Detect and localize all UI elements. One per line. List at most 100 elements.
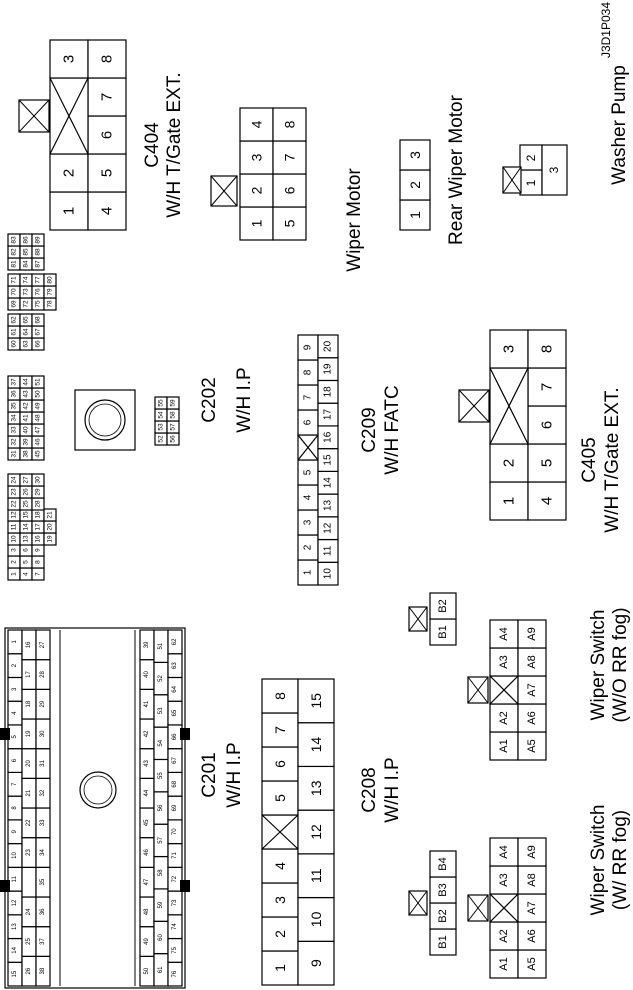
- c201-pin-label: 60: [158, 933, 164, 940]
- c201-center-circle-inner: [83, 775, 113, 805]
- c209-pin-label: 6: [303, 419, 314, 425]
- c202-pin-cell: [31, 375, 45, 389]
- c201-pin-label: 75: [172, 946, 178, 953]
- wiper-switch-rr-pin-label: A2: [498, 929, 510, 942]
- c202-pin-label: 23: [11, 488, 18, 496]
- c209-pin-label: 15: [323, 454, 334, 466]
- c209-pin-label: 4: [303, 494, 314, 500]
- c404-pin-cell: [87, 39, 127, 79]
- c202-pin-label: 88: [35, 248, 42, 256]
- c202-pin-label: 60: [11, 340, 18, 348]
- c202-pin-cell: [31, 473, 45, 487]
- c201-pin-label: 53: [158, 707, 164, 714]
- c202-pin-label: 71: [11, 276, 18, 284]
- c209-pin-label: 14: [323, 477, 334, 489]
- c202-pin-label: 7: [35, 572, 42, 576]
- c202-pin-label: 17: [35, 523, 42, 531]
- c202-pin-label: 66: [35, 340, 42, 348]
- c201-pin-label: 44: [144, 789, 150, 796]
- cross-line: [297, 434, 319, 461]
- wiper-switch-no-rr-pin-label: A7: [526, 683, 538, 696]
- c404-pin-label: 4: [99, 207, 116, 215]
- c201-lock-mark: [0, 728, 10, 740]
- c201-pin-cell: [167, 629, 183, 655]
- c202-pin-label: 40: [23, 426, 30, 434]
- c202-pin-label: 13: [23, 535, 30, 543]
- c201-pin-label: 25: [26, 938, 32, 945]
- c202-pin-label: 54: [158, 411, 165, 419]
- wiper-switch-rr-pin-label: A8: [526, 873, 538, 886]
- c208-pin-label: 12: [308, 824, 324, 840]
- c201-pin-label: 33: [40, 819, 46, 826]
- wiper-motor-pin-cell: [272, 107, 307, 142]
- c202-pin-label: 22: [11, 500, 18, 508]
- c209-pin-label: 8: [303, 369, 314, 375]
- c202-pin-label: 1: [11, 572, 18, 576]
- c202-pin-label: 10: [11, 535, 18, 543]
- c201-pin-label: 50: [144, 967, 150, 974]
- c202-pin-label: 5: [23, 560, 30, 564]
- lock-tab-line: [458, 389, 490, 423]
- c405-pin-label: 3: [501, 345, 518, 353]
- c405-pin-label: 5: [539, 459, 556, 467]
- rear-wiper-motor-pin-label: 3: [407, 151, 423, 159]
- c209-pin-label: 16: [323, 431, 334, 443]
- c201-pin-label: 8: [12, 806, 18, 810]
- c404-pin-label: 3: [61, 55, 78, 63]
- c202-pin-label: 2: [11, 560, 18, 564]
- wiper-motor-label: Wiper Motor: [344, 168, 365, 272]
- washer-pump-label: Washer Pump: [609, 65, 630, 185]
- c202-pin-label: 64: [23, 328, 30, 336]
- wiper-switch-no-rr-pin-label: A6: [526, 711, 538, 724]
- wiper-switch-no-rr-pin-label: A5: [526, 739, 538, 752]
- c209-pin-label: 5: [303, 469, 314, 475]
- c201-pin-label: 38: [40, 967, 46, 974]
- c202-pin-label: 32: [11, 438, 18, 446]
- c202-pin-label: 41: [23, 414, 30, 422]
- c405-pin-label: 4: [539, 497, 556, 505]
- c201-pin-label: 42: [144, 730, 150, 737]
- c202-pin-label: 47: [35, 426, 42, 434]
- c201-label-2: W/H I.P: [224, 742, 245, 807]
- c202-pin-label: 30: [35, 476, 42, 484]
- c208-pin-label: 7: [272, 726, 288, 734]
- c202-pin-label: 8: [35, 560, 42, 564]
- c202-pin-label: 42: [23, 402, 30, 410]
- c202-center-circle-inner: [88, 403, 122, 437]
- c201-pin-label: 10: [12, 851, 18, 858]
- c201-pin-label: 34: [40, 849, 46, 856]
- wiper-motor-pin-label: 2: [249, 186, 265, 194]
- c202-pin-label: 69: [11, 300, 18, 308]
- c209-pin-label: 1: [303, 569, 314, 575]
- c208-pin-label: 10: [308, 911, 324, 927]
- c404-label-2: W/H T/Gate EXT.: [164, 72, 185, 217]
- c208-pin-label: 3: [272, 896, 288, 904]
- c202-pin-label: 87: [35, 260, 42, 268]
- figure-code: J3D1P034: [599, 2, 613, 58]
- c201-pin-label: 35: [40, 878, 46, 885]
- lock-tab-line: [408, 606, 428, 632]
- c201-lock-mark: [0, 880, 10, 892]
- c201-pin-label: 30: [40, 730, 46, 737]
- c201-pin-label: 28: [40, 671, 46, 678]
- c201-pin-label: 52: [158, 675, 164, 682]
- c201-pin-label: 68: [172, 780, 178, 787]
- c201-pin-label: 63: [172, 662, 178, 669]
- c202-pin-cell: [166, 396, 180, 410]
- c202-label-1: C202: [199, 377, 220, 422]
- c208-label-2: W/H I.P: [382, 757, 403, 822]
- c202-pin-label: 44: [23, 378, 30, 386]
- wiper-switch-no-rr-label-1: Wiper Switch: [588, 610, 609, 721]
- wiper-switch-rr-pin-label: A1: [498, 957, 510, 970]
- c202-pin-label: 50: [35, 390, 42, 398]
- c209-pin-label: 10: [323, 568, 334, 580]
- c202-pin-label: 56: [170, 435, 177, 443]
- c201-pin-label: 49: [144, 938, 150, 945]
- c201-blank-cell: [21, 866, 37, 898]
- c201-pin-label: 71: [172, 851, 178, 858]
- wiper-switch-rr-label-1: Wiper Switch: [588, 805, 609, 916]
- c201-pin-label: 19: [26, 730, 32, 737]
- c201-pin-label: 69: [172, 804, 178, 811]
- c208-label-1: C208: [359, 767, 380, 812]
- c201-pin-label: 64: [172, 685, 178, 692]
